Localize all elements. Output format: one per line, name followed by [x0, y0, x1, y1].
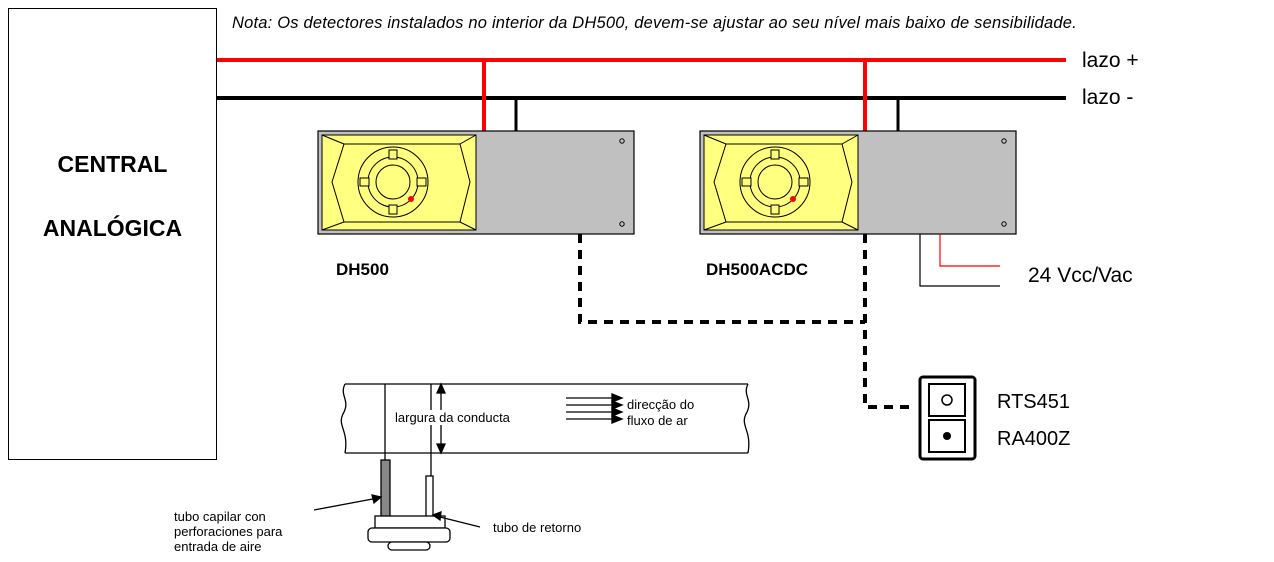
loop-plus-label: lazo +	[1082, 49, 1139, 72]
sensor-housing	[313, 459, 481, 551]
loop-minus-label: lazo -	[1082, 86, 1134, 109]
dashed-connection	[578, 234, 916, 409]
dh500-device	[317, 130, 635, 235]
central-analogica-panel: CENTRAL ANALÓGICA	[8, 8, 217, 460]
power-wire-black	[919, 234, 1000, 287]
power-wire-red	[939, 234, 1000, 267]
duct-width-label: largura da conducta	[394, 410, 511, 425]
flow-direction-label-1: direcção do	[627, 397, 695, 412]
rts451-label: RTS451	[997, 391, 1071, 413]
central-label-line1: CENTRAL	[57, 151, 168, 177]
capillary-tube-label-1: tubo capilar con	[174, 509, 266, 524]
dh500-label: DH500	[336, 260, 389, 279]
dh500acdc-device	[699, 130, 1017, 235]
ra400z-label: RA400Z	[997, 428, 1071, 450]
dh500acdc-label: DH500ACDC	[706, 260, 809, 279]
capillary-tube-label-2: perforaciones para	[174, 524, 283, 539]
sensitivity-note: Nota: Os detectores instalados no interi…	[232, 14, 1077, 32]
capillary-tube-label-3: entrada de aire	[174, 539, 262, 554]
remote-indicator-box	[918, 375, 977, 461]
flow-direction-label-2: fluxo de ar	[627, 413, 688, 428]
return-tube-label: tubo de retorno	[493, 520, 582, 535]
power-supply-label: 24 Vcc/Vac	[1028, 264, 1133, 287]
duct-drawing	[340, 382, 750, 478]
central-label-line2: ANALÓGICA	[42, 215, 183, 241]
